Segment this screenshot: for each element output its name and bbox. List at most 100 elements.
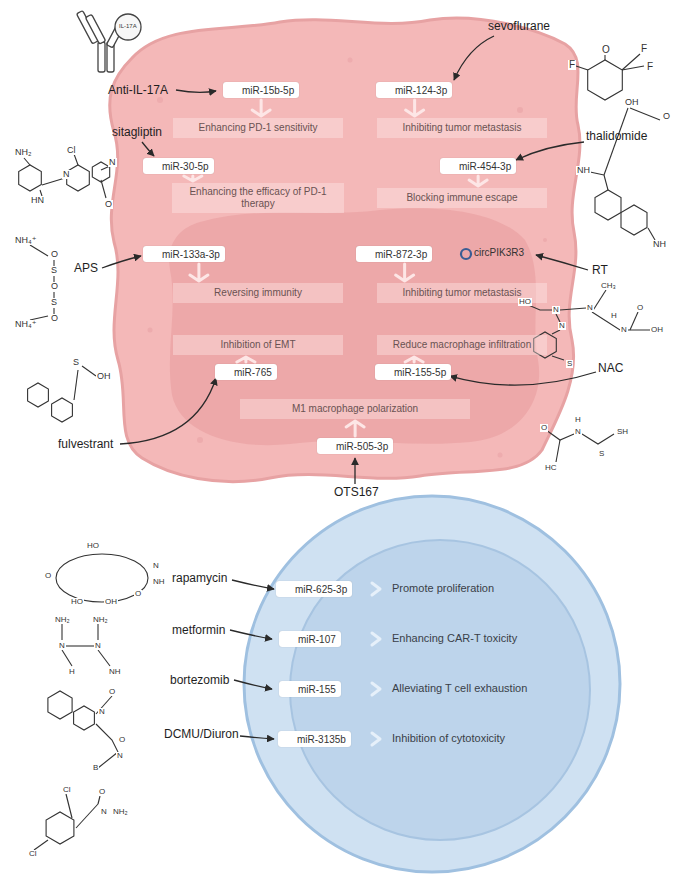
atom-label: NH₂ xyxy=(54,616,71,624)
bond xyxy=(61,624,62,640)
effect-band: M1 macrophage polarization xyxy=(240,399,470,419)
effect-text: Reversing immunity xyxy=(214,287,302,299)
atom-label: N xyxy=(620,326,628,334)
effect-band: Reversing immunity xyxy=(173,283,343,303)
atom-label: N xyxy=(586,304,594,312)
antigen-bubble xyxy=(115,14,141,40)
mirna-icon xyxy=(380,86,391,95)
circrna-ring xyxy=(461,249,471,259)
bond xyxy=(622,66,644,70)
mirna-icon xyxy=(283,685,294,694)
bond xyxy=(24,158,30,165)
atom-label: N xyxy=(116,752,124,760)
effect-chevron xyxy=(346,421,364,436)
mirna-icon xyxy=(321,442,332,451)
atom-label: O xyxy=(540,424,548,432)
effect-text: M1 macrophage polarization xyxy=(292,403,418,415)
drug-arrow xyxy=(354,458,355,484)
atom-label: HN xyxy=(30,196,45,205)
atom-label: O xyxy=(601,45,611,55)
chevron xyxy=(372,683,380,695)
mirna-pill: miR-765 xyxy=(215,364,277,380)
atom-label: OH xyxy=(650,326,664,334)
effect-text: Reduce macrophage infiltration xyxy=(393,339,531,351)
bond xyxy=(582,434,614,444)
mirna-pill: miR-30-5p xyxy=(143,158,214,174)
atom-label: NH₂ xyxy=(14,148,33,157)
atom-label: Cl xyxy=(66,146,77,155)
atom-label: N xyxy=(574,428,582,436)
bond xyxy=(82,366,96,376)
atom-label: N xyxy=(94,642,102,650)
atom-label: N xyxy=(152,562,160,570)
bond xyxy=(592,290,606,312)
drug-name: metformin xyxy=(172,624,225,636)
effect-text: Inhibition of EMT xyxy=(220,339,295,351)
atom-label: N xyxy=(558,322,566,330)
mirna-name: miR-133a-3p xyxy=(162,249,220,260)
bond xyxy=(556,440,560,462)
drug-name: OTS167 xyxy=(334,486,379,498)
atom-label: OH xyxy=(104,598,118,606)
atom-label: S xyxy=(598,450,605,458)
atom-label: O xyxy=(104,200,113,209)
atom-label: O xyxy=(50,250,59,259)
t-cell-nucleus xyxy=(290,540,590,840)
drug-name: RT xyxy=(592,264,608,276)
atom-label: O xyxy=(98,788,106,796)
atom-label: OH xyxy=(624,98,640,107)
atom-label: Cl xyxy=(28,850,38,858)
benzene-ring xyxy=(74,706,95,730)
atom-label: S xyxy=(50,298,58,307)
bond xyxy=(560,308,586,310)
drug-name: Anti-IL-17A xyxy=(108,84,168,96)
drug-arrows xyxy=(102,36,596,739)
mirna-pill: miR-155-5p xyxy=(375,364,451,380)
atom-label: HC xyxy=(544,464,558,472)
texture-dot xyxy=(543,238,547,242)
mirna-icon xyxy=(227,86,238,95)
mirna-name: miR-30-5p xyxy=(162,161,209,172)
atom-label: NH₄⁺ xyxy=(14,236,37,245)
bond xyxy=(630,108,660,120)
benzene-ring xyxy=(28,383,49,407)
circrna-name: circPIK3R3 xyxy=(474,248,524,258)
effect-text: Promote proliferation xyxy=(392,583,494,594)
bond xyxy=(34,840,48,850)
atom-label: NH₄⁺ xyxy=(14,320,37,329)
atom-label: SH xyxy=(616,428,629,436)
atom-label: N xyxy=(62,170,71,179)
antibody-arm xyxy=(85,14,105,44)
atom-label: S xyxy=(50,266,58,275)
effect-chevron xyxy=(469,176,487,186)
drug-arrow xyxy=(450,372,596,385)
atom-label: OH xyxy=(96,372,112,381)
benzene-ring xyxy=(595,190,621,220)
bond xyxy=(76,804,98,828)
atom-label: O xyxy=(118,736,126,744)
texture-dot xyxy=(197,437,203,443)
bond xyxy=(62,650,72,666)
atom-label: O xyxy=(108,688,116,696)
chevron xyxy=(372,733,380,745)
drug-name: thalidomide xyxy=(586,130,647,142)
atom-label: N xyxy=(552,306,560,314)
atom-label: O xyxy=(50,282,59,291)
mirna-icon xyxy=(280,585,291,594)
bond xyxy=(98,650,110,666)
mirna-icon xyxy=(147,250,158,259)
benzene-ring xyxy=(52,398,73,422)
bond xyxy=(98,796,100,804)
effect-band: Inhibition of EMT xyxy=(173,335,343,355)
mirna-pill: miR-3135b xyxy=(278,731,351,747)
drug-name: DCMU/Diuron xyxy=(164,728,239,740)
drug-arrow xyxy=(102,256,141,268)
atom-label: F xyxy=(646,62,654,72)
texture-dot xyxy=(157,97,163,103)
atom-label: NH₂ xyxy=(112,808,129,816)
effect-text: Inhibition of cytotoxicity xyxy=(392,733,505,744)
effect-text: Blocking immune escape xyxy=(406,192,517,204)
atom-label: CH₃ xyxy=(600,282,617,290)
chemical-structures xyxy=(19,52,660,850)
